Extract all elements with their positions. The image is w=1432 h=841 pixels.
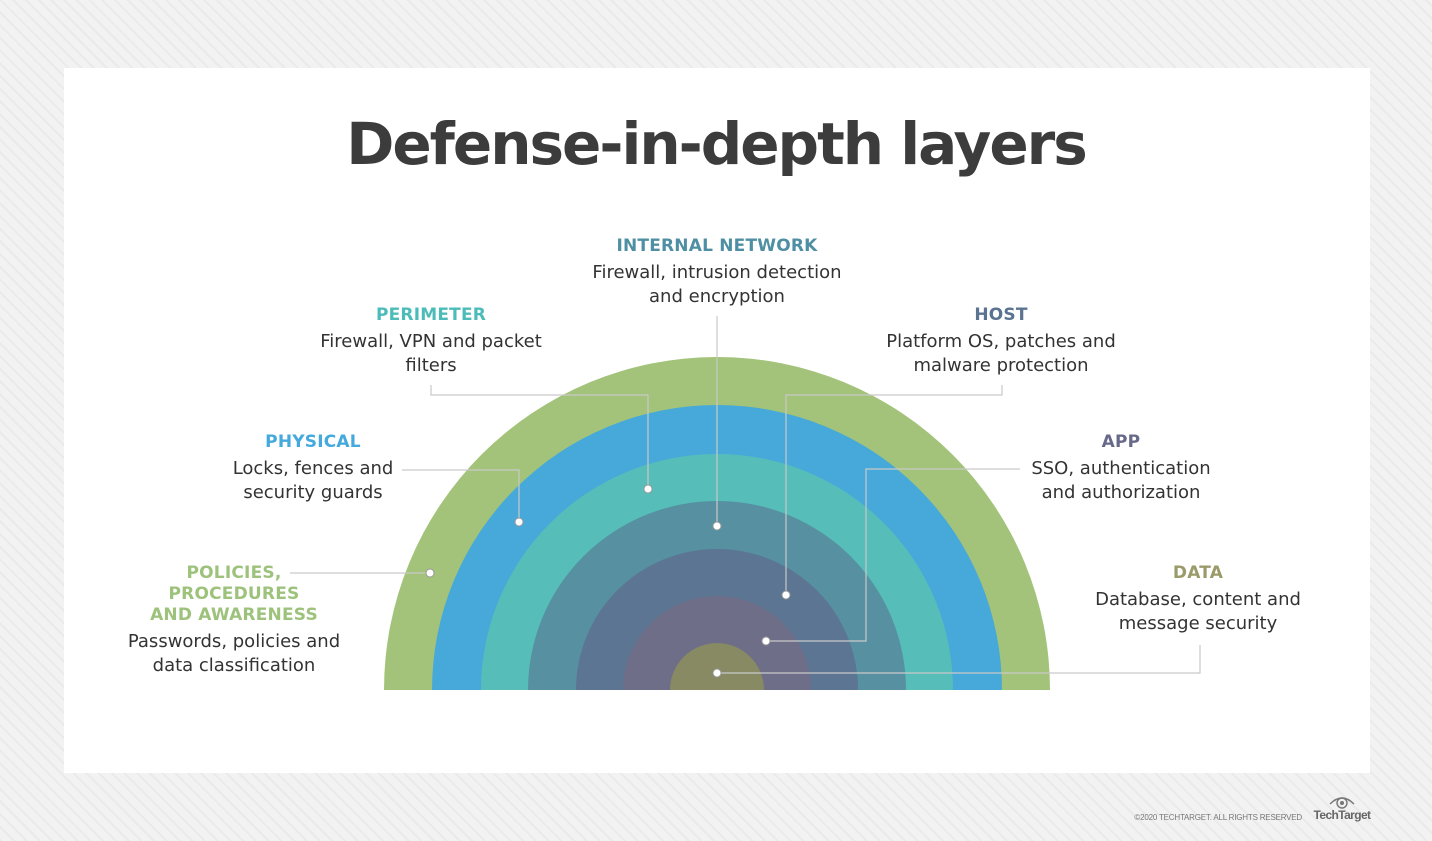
layer-app [623, 596, 811, 690]
page-title: Defense-in-depth layers [346, 110, 1088, 178]
connector-physical [402, 469, 520, 522]
copyright-notice: ©2020 TECHTARGET. ALL RIGHTS RESERVED [1134, 813, 1302, 822]
layer-name: DATA [1172, 563, 1224, 583]
label-physical: PHYSICAL Locks, fences and security guar… [202, 432, 424, 505]
layer-description: Firewall, intrusion detection and encryp… [592, 262, 842, 307]
layer-description: SSO, authentication and authorization [1031, 458, 1211, 503]
layer-description: Firewall, VPN and packet filters [320, 331, 542, 376]
marker-physical [514, 517, 524, 527]
connector-app [766, 468, 1020, 642]
label-app: APP SSO, authentication and authorizatio… [1010, 432, 1232, 505]
marker-policies [425, 568, 435, 578]
connector-host [785, 385, 1003, 595]
layer-name: INTERNAL NETWORK [616, 236, 818, 256]
brand-name: TechTarget [1313, 808, 1372, 822]
layer-description: Database, content and message security [1095, 589, 1301, 634]
eye-icon [1329, 797, 1355, 809]
marker-perimeter [643, 484, 653, 494]
layer-name: POLICIES, PROCEDURES AND AWARENESS [150, 563, 318, 625]
connector-perimeter [430, 385, 649, 489]
layer-data [670, 643, 764, 690]
marker-app [761, 636, 771, 646]
label-data: DATA Database, content and message secur… [1068, 563, 1328, 636]
label-host: HOST Platform OS, patches and malware pr… [866, 305, 1136, 378]
marker-host [781, 590, 791, 600]
layer-name: HOST [974, 305, 1028, 325]
layer-name: PHYSICAL [265, 432, 361, 452]
layer-description: Platform OS, patches and malware protect… [886, 331, 1116, 376]
marker-data [712, 668, 722, 678]
techtarget-logo: TechTarget [1311, 792, 1373, 826]
layer-name: APP [1101, 432, 1141, 452]
layer-description: Locks, fences and security guards [232, 458, 394, 503]
layer-name: PERIMETER [375, 305, 487, 325]
connector-data [717, 645, 1201, 674]
layer-description: Passwords, policies and data classificat… [127, 631, 341, 676]
label-policies: POLICIES, PROCEDURES AND AWARENESS Passw… [104, 563, 364, 678]
marker-internal-network [712, 521, 722, 531]
label-perimeter: PERIMETER Firewall, VPN and packet filte… [296, 305, 566, 378]
label-internal-network: INTERNAL NETWORK Firewall, intrusion det… [567, 236, 867, 309]
